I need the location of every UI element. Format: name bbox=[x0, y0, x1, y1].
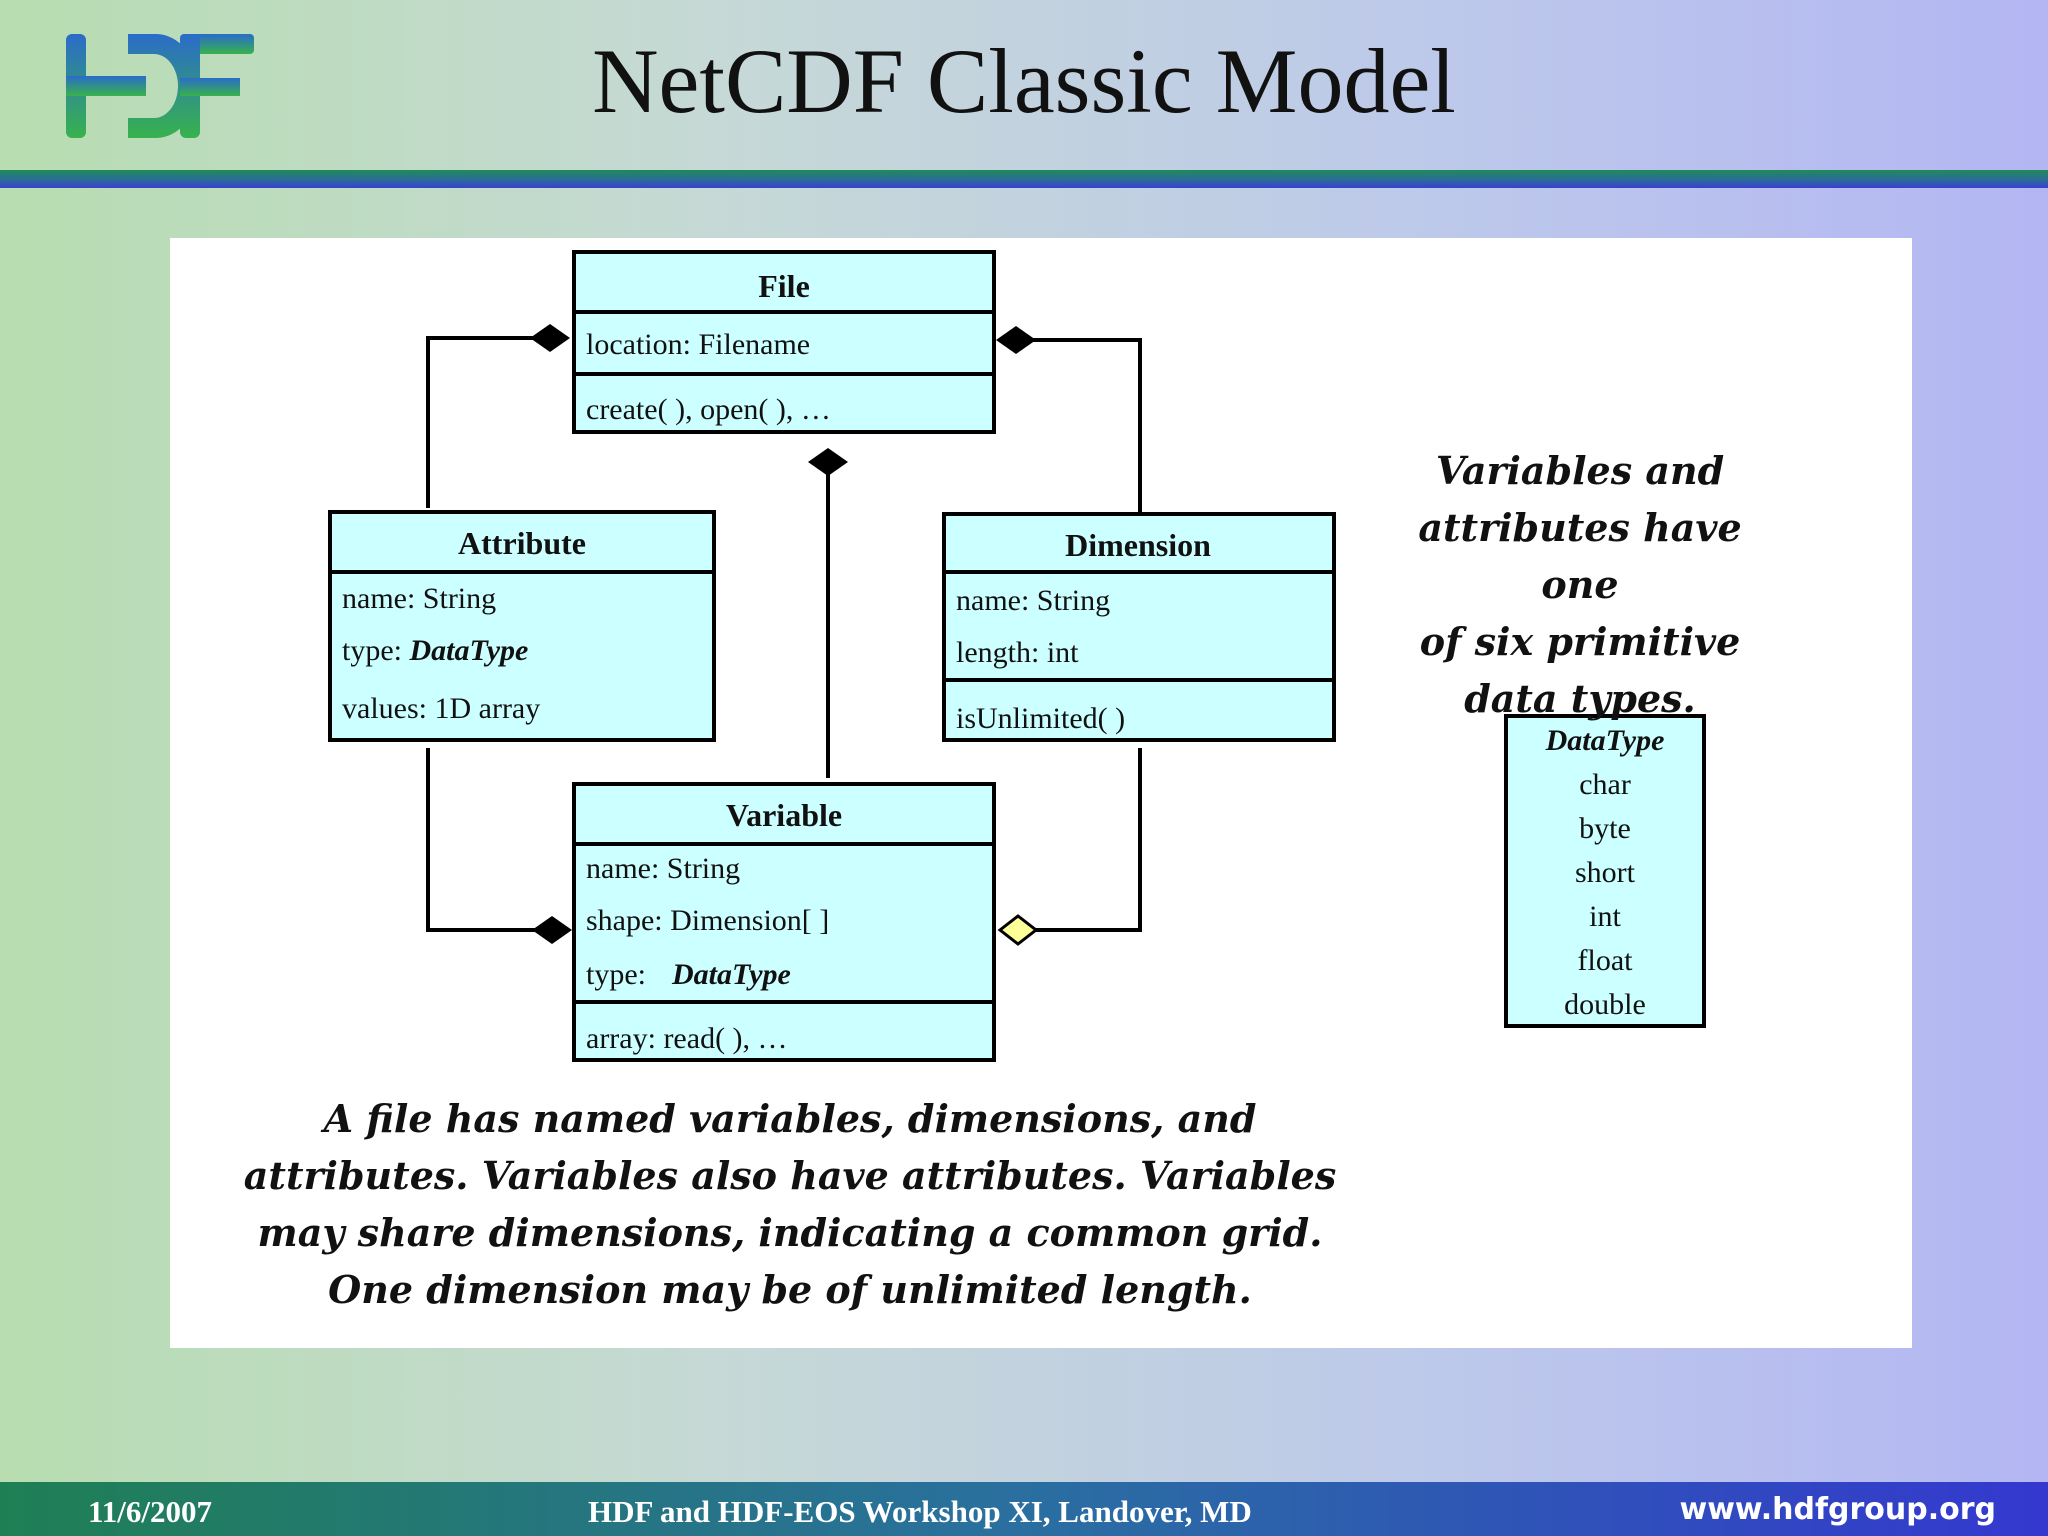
dimension-variable-link bbox=[1022, 748, 1142, 932]
slide-title: NetCDF Classic Model bbox=[592, 30, 1456, 132]
variable-attr-shape: shape: Dimension[ ] bbox=[586, 904, 829, 937]
aggregation-diamond-dimension bbox=[997, 914, 1039, 946]
file-attribute-link bbox=[426, 336, 545, 508]
variable-attr-name: name: String bbox=[586, 852, 740, 885]
datatype-note: Variables and attributes have one of six… bbox=[1418, 448, 1742, 721]
hdf-logo bbox=[66, 34, 254, 138]
variable-type-label: type: bbox=[586, 958, 646, 991]
dimension-class-name: Dimension bbox=[1065, 527, 1211, 563]
file-operations: create( ), open( ), … bbox=[586, 393, 831, 426]
attribute-attr-name: name: String bbox=[342, 582, 496, 615]
datatype-int: int bbox=[1589, 900, 1621, 933]
variable-class-name: Variable bbox=[726, 797, 842, 833]
class-dimension: Dimension name: String length: int isUnl… bbox=[942, 512, 1336, 742]
datatype-double: double bbox=[1564, 988, 1646, 1021]
attribute-class-name: Attribute bbox=[458, 525, 586, 561]
dimension-attr-length: length: int bbox=[956, 636, 1079, 669]
datatype-char: char bbox=[1579, 768, 1631, 801]
datatype-short: short bbox=[1575, 856, 1636, 889]
class-file: File location: Filename create( ), open(… bbox=[572, 250, 996, 434]
attribute-type-label: type: bbox=[342, 634, 410, 667]
variable-type-value: DataType bbox=[671, 958, 791, 991]
diagram-caption: A file has named variables, dimensions, … bbox=[243, 1096, 1337, 1312]
file-dimension-link bbox=[1022, 338, 1142, 513]
composition-diamond-variable bbox=[808, 448, 848, 476]
datatype-byte: byte bbox=[1579, 812, 1631, 845]
title-divider bbox=[0, 170, 2048, 188]
attribute-attr-type: type: DataType bbox=[342, 634, 528, 667]
datatype-float: float bbox=[1578, 944, 1634, 977]
diagram-panel: File location: Filename create( ), open(… bbox=[170, 238, 1912, 1348]
variable-operation: array: read( ), … bbox=[586, 1022, 788, 1055]
composition-diamond-attribute bbox=[530, 324, 570, 352]
datatype-title: DataType bbox=[1545, 724, 1665, 757]
dimension-operation: isUnlimited( ) bbox=[956, 702, 1125, 735]
variable-attr-type: type: DataType bbox=[586, 958, 791, 991]
file-class-name: File bbox=[758, 268, 810, 304]
class-datatype: DataType char byte short int float doubl… bbox=[1504, 714, 1706, 1028]
footer-event: HDF and HDF-EOS Workshop XI, Landover, M… bbox=[588, 1494, 1252, 1529]
footer-bar: 11/6/2007 HDF and HDF-EOS Workshop XI, L… bbox=[0, 1482, 2048, 1536]
uml-class-diagram: File location: Filename create( ), open(… bbox=[328, 250, 1706, 1062]
class-variable: Variable name: String shape: Dimension[ … bbox=[572, 782, 996, 1062]
attribute-type-value: DataType bbox=[409, 634, 529, 667]
attribute-attr-values: values: 1D array bbox=[342, 692, 540, 725]
attribute-variable-link bbox=[426, 748, 550, 932]
composition-diamond-var-attribute bbox=[532, 916, 572, 944]
dimension-attr-name: name: String bbox=[956, 584, 1110, 617]
footer-date: 11/6/2007 bbox=[88, 1494, 213, 1529]
composition-diamond-dimension bbox=[996, 326, 1036, 354]
file-attr-location: location: Filename bbox=[586, 328, 810, 361]
class-attribute: Attribute name: String type: DataType va… bbox=[328, 510, 716, 742]
footer-url[interactable]: www.hdfgroup.org bbox=[1679, 1492, 1997, 1527]
